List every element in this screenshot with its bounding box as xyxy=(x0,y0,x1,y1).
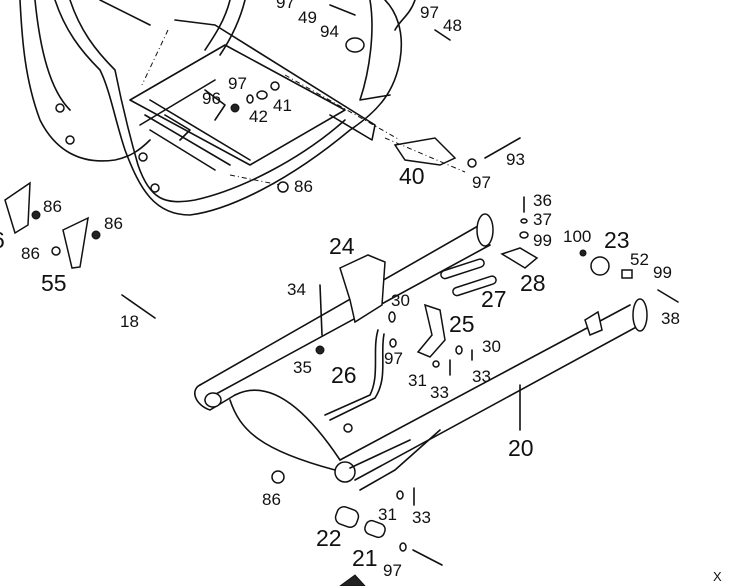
label-94: 94 xyxy=(320,22,339,41)
part-labels: 97 49 94 97 48 97 96 42 41 86 40 97 93 8… xyxy=(0,0,722,584)
label-25: 25 xyxy=(449,311,475,337)
label-27: 27 xyxy=(481,286,507,312)
label-99: 99 xyxy=(533,231,552,250)
label-97: 97 xyxy=(472,173,491,192)
label-97: 97 xyxy=(276,0,295,12)
label-22: 22 xyxy=(316,525,342,551)
label-42: 42 xyxy=(249,107,268,126)
label-100: 100 xyxy=(563,227,591,246)
label-96: 96 xyxy=(202,89,221,108)
label-97: 97 xyxy=(228,74,247,93)
label-86: 86 xyxy=(43,197,62,216)
label-28: 28 xyxy=(520,270,546,296)
label-97: 97 xyxy=(384,349,403,368)
corner-mark: X xyxy=(713,569,722,584)
label-37: 37 xyxy=(533,210,552,229)
label-34: 34 xyxy=(287,280,306,299)
label-21: 21 xyxy=(352,545,378,571)
label-31: 31 xyxy=(408,371,427,390)
label-30: 30 xyxy=(391,291,410,310)
label-30: 30 xyxy=(482,337,501,356)
label-31: 31 xyxy=(378,505,397,524)
label-86: 86 xyxy=(294,177,313,196)
small-parts-top xyxy=(230,81,521,193)
label-33: 33 xyxy=(430,383,449,402)
stand-components xyxy=(271,196,679,586)
label-26: 26 xyxy=(331,362,357,388)
label-24: 24 xyxy=(329,233,355,259)
label-48: 48 xyxy=(443,16,462,35)
label-35: 35 xyxy=(293,358,312,377)
label-93: 93 xyxy=(506,150,525,169)
label-97: 97 xyxy=(420,3,439,22)
side-plates xyxy=(4,181,156,319)
label-41: 41 xyxy=(273,96,292,115)
label-52: 52 xyxy=(630,250,649,269)
label-23: 23 xyxy=(604,227,630,253)
label-18: 18 xyxy=(120,312,139,331)
label-86: 86 xyxy=(262,490,281,509)
label-86: 86 xyxy=(21,244,40,263)
label-20: 20 xyxy=(508,435,534,461)
label-36: 36 xyxy=(533,191,552,210)
label-97: 97 xyxy=(383,561,402,580)
label-55: 55 xyxy=(41,270,67,296)
label-33: 33 xyxy=(472,367,491,386)
label-49: 49 xyxy=(298,8,317,27)
label-38: 38 xyxy=(661,309,680,328)
label-6: 6 xyxy=(0,227,5,253)
label-33: 33 xyxy=(412,508,431,527)
label-86: 86 xyxy=(104,214,123,233)
main-frame xyxy=(19,0,451,216)
label-40: 40 xyxy=(399,163,425,189)
label-99: 99 xyxy=(653,263,672,282)
